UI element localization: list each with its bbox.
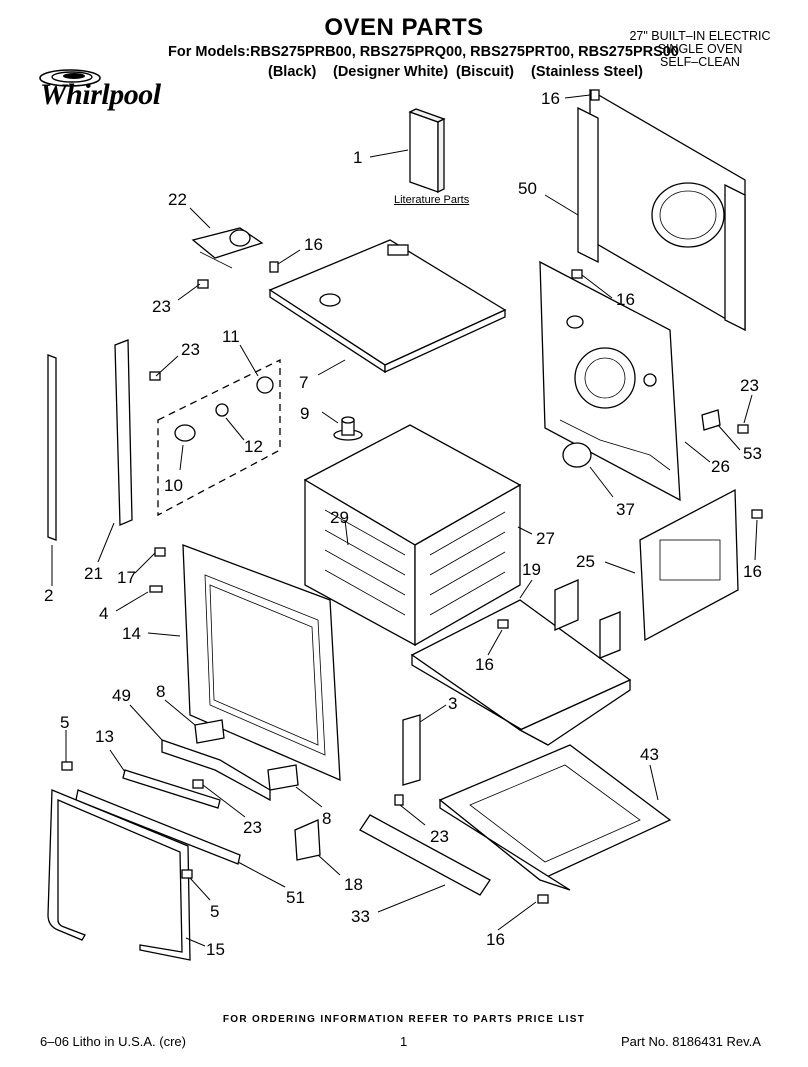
callout-label: 16 [743,562,762,581]
callout-label: 25 [576,552,595,571]
page-number: 1 [400,1034,408,1049]
callout-label: 5 [210,902,220,921]
screws [61,89,763,904]
callout-label: 13 [95,727,114,746]
part-strips-13-51 [75,769,241,865]
callout-label: 18 [344,875,363,894]
oven-type-line: SINGLE OVEN [657,42,743,56]
callout-label: 23 [152,297,171,316]
part-control-knobs [174,376,274,442]
callout-label: 22 [168,190,187,209]
callout-label: 43 [640,745,659,764]
part-bottom-panel [410,579,632,746]
part-inner-rear-panel [539,260,681,502]
callout-label: 37 [616,500,635,519]
callout-label: 33 [351,907,370,926]
callout-label: 12 [244,437,263,456]
oven-type-line: 27" BUILT–IN ELECTRIC [629,29,771,43]
part-small-brackets [294,714,421,861]
finish-black: (Black) [268,64,317,80]
part-top-panel [268,239,507,374]
part-bracket-53 [701,409,721,431]
part-side-trims [47,339,133,541]
part-number: Part No. 8186431 Rev.A [621,1034,761,1049]
part-bottom-tray [438,744,672,891]
callout-label: 49 [112,686,131,705]
finish-designer-white: (Designer White) [333,64,449,80]
callout-label: 3 [448,694,458,713]
callout-label: 16 [486,930,505,949]
part-rear-panel [577,88,746,332]
page-title: OVEN PARTS [324,14,484,41]
callout-label: 1 [353,148,363,167]
oven-type: 27" BUILT–IN ELECTRIC SINGLE OVEN SELF–C… [620,30,780,69]
oven-type-line: SELF–CLEAN [660,55,740,69]
callout-label: 51 [286,888,305,907]
callout-label: 26 [711,457,730,476]
callout-label: 14 [122,624,141,643]
callout-label: 9 [300,404,310,423]
part-front-bottom-trim [359,814,491,896]
part-door-gasket [47,789,191,961]
callout-label: 23 [181,340,200,359]
callout-label: 16 [616,290,635,309]
literature-parts-label: Literature Parts [394,194,470,206]
finish-biscuit: (Biscuit) [456,64,514,80]
whirlpool-logo [39,69,101,87]
litho-info: 6–06 Litho in U.S.A. (cre) [40,1034,186,1049]
callout-label: 11 [222,327,240,346]
callout-label: 50 [518,179,537,198]
callout-label: 17 [117,568,136,587]
callout-label: 15 [206,940,225,959]
brand-logo-text: Whirlpool [40,78,161,111]
callout-label: 8 [322,809,332,828]
callout-label: 16 [541,89,560,108]
callout-label: 7 [299,373,309,392]
callout-label: 23 [243,818,262,837]
leader-lines [51,94,758,947]
ordering-note: FOR ORDERING INFORMATION REFER TO PARTS … [222,1014,586,1025]
part-side-panel [639,488,739,642]
callout-label: 4 [99,604,109,623]
callout-label: 23 [740,376,759,395]
models-line: For Models:RBS275PRB00, RBS275PRQ00, RBS… [168,44,679,60]
control-group-box [157,358,281,517]
part-thermostat [191,227,264,269]
callout-label: 23 [430,827,449,846]
finish-stainless-steel: (Stainless Steel) [531,64,644,80]
callout-label: 21 [84,564,103,583]
part-fan-gasket [562,442,592,468]
callout-label: 10 [164,476,183,495]
callout-label: 16 [304,235,323,254]
callout-label: 2 [44,586,54,605]
callout-label: 16 [475,655,494,674]
part-brackets-8-49 [161,719,299,802]
callout-label: 5 [60,713,70,732]
part-sensor [333,416,363,441]
callout-label: 29 [330,508,349,527]
part-literature [408,108,446,194]
callout-label: 19 [522,560,541,579]
part-oven-cavity [303,424,522,647]
callout-label: 27 [536,529,555,548]
callout-label: 8 [156,682,166,701]
callout-label: 53 [743,444,762,463]
